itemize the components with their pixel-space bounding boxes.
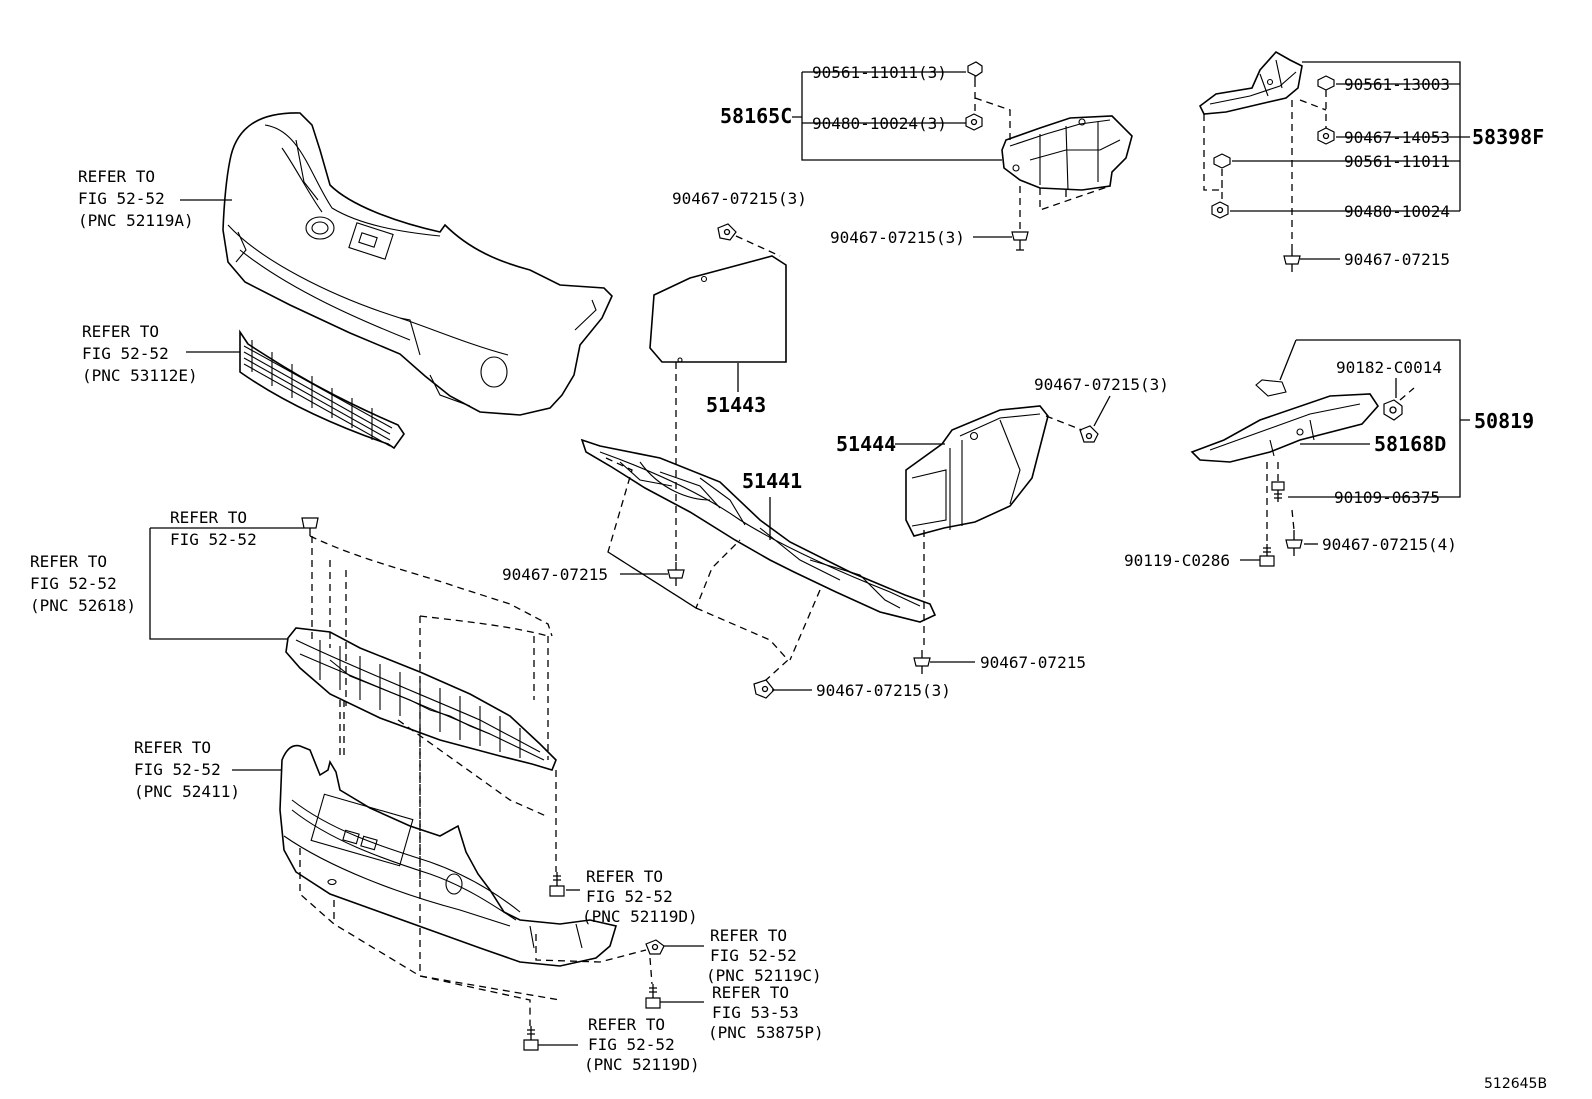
- fastener-label[interactable]: 90561-13003: [1344, 75, 1450, 94]
- fastener-label[interactable]: 90467-07215: [502, 565, 608, 584]
- refer-line: FIG 52-52: [586, 887, 673, 906]
- refer-upper-grille[interactable]: REFER TO FIG 52-52 (PNC 53112E): [82, 322, 198, 385]
- nut-icon[interactable]: [1211, 201, 1229, 219]
- refer-line: REFER TO: [170, 508, 247, 527]
- assembly-lines: [299, 80, 1415, 1026]
- fastener-label[interactable]: 90467-07215(3): [830, 228, 965, 247]
- refer-line: FIG 52-52: [78, 189, 165, 208]
- refer-line: (PNC 52411): [134, 782, 240, 801]
- engine-under-cover-51444[interactable]: [905, 405, 1049, 537]
- clip-icon[interactable]: [1213, 153, 1231, 169]
- fastener-label[interactable]: 90561-11011(3): [812, 63, 947, 82]
- nut-icon[interactable]: [1317, 127, 1335, 145]
- front-bumper-cover[interactable]: [222, 112, 613, 416]
- engine-under-cover-51441[interactable]: [580, 438, 937, 623]
- part-number-58168d[interactable]: 58168D: [1374, 432, 1446, 456]
- clip-icon[interactable]: [667, 562, 685, 586]
- refer-front-bumper-cover[interactable]: REFER TO FIG 52-52 (PNC 52119A): [78, 167, 194, 230]
- clip-icon[interactable]: [1283, 244, 1301, 272]
- clip-icon[interactable]: [1011, 231, 1029, 251]
- bumper-absorber[interactable]: [285, 627, 557, 771]
- refer-line: FIG 52-52: [134, 760, 221, 779]
- refer-retainer-clip[interactable]: REFER TO FIG 52-52: [170, 508, 257, 549]
- screw-icon[interactable]: [549, 872, 565, 897]
- refer-absorber[interactable]: REFER TO FIG 52-52 (PNC 52618): [30, 552, 136, 615]
- bracket-58398f[interactable]: [1198, 50, 1303, 115]
- fastener-label[interactable]: 90467-07215: [980, 653, 1086, 672]
- refer-line: (PNC 52119A): [78, 211, 194, 230]
- fastener-label[interactable]: 90467-14053: [1344, 128, 1450, 147]
- refer-line: REFER TO: [586, 867, 663, 886]
- refer-line: REFER TO: [30, 552, 107, 571]
- clip-icon[interactable]: [753, 679, 775, 699]
- refer-line: REFER TO: [134, 738, 211, 757]
- refer-line: (PNC 52618): [30, 596, 136, 615]
- refer-line: REFER TO: [588, 1015, 665, 1034]
- part-number-58398f[interactable]: 58398F: [1472, 125, 1544, 149]
- nut-icon[interactable]: [965, 113, 983, 131]
- refer-line: FIG 52-52: [82, 344, 169, 363]
- bolt-icon[interactable]: [1271, 481, 1285, 502]
- cover-plate-58168d[interactable]: [1190, 379, 1380, 463]
- refer-line: REFER TO: [712, 983, 789, 1002]
- fastener-label[interactable]: 90119-C0286: [1124, 551, 1230, 570]
- clip-icon[interactable]: [301, 517, 319, 536]
- clip-icon[interactable]: [967, 61, 983, 80]
- clip-icon[interactable]: [1317, 75, 1335, 91]
- part-number-50819[interactable]: 50819: [1474, 409, 1534, 433]
- clip-icon[interactable]: [1079, 425, 1099, 443]
- diagram-id: 512645B: [1484, 1076, 1547, 1092]
- refer-line: REFER TO: [78, 167, 155, 186]
- part-number-58165c[interactable]: 58165C: [720, 104, 792, 128]
- refer-line: FIG 52-52: [170, 530, 257, 549]
- refer-line: (PNC 52119D): [584, 1055, 700, 1074]
- fastener-label[interactable]: 90480-10024(3): [812, 114, 947, 133]
- refer-line: (PNC 53875P): [708, 1023, 824, 1042]
- refer-line: REFER TO: [710, 926, 787, 945]
- refer-lower-cover[interactable]: REFER TO FIG 52-52 (PNC 52411): [134, 738, 240, 801]
- part-number-51441[interactable]: 51441: [742, 469, 802, 493]
- leader-lines: [149, 61, 1470, 1046]
- refer-line: (PNC 52119D): [582, 907, 698, 926]
- fastener-label[interactable]: 90467-07215: [1344, 250, 1450, 269]
- fastener-label[interactable]: 90467-07215(4): [1322, 535, 1457, 554]
- clip-icon[interactable]: [717, 223, 737, 241]
- refer-line: FIG 52-52: [710, 946, 797, 965]
- refer-bolt-53875p[interactable]: REFER TO FIG 53-53 (PNC 53875P): [708, 983, 824, 1042]
- fastener-label[interactable]: 90182-C0014: [1336, 358, 1442, 377]
- refer-nut-52119c[interactable]: REFER TO FIG 52-52 (PNC 52119C): [706, 926, 822, 985]
- refer-screw-52119d-upper[interactable]: REFER TO FIG 52-52 (PNC 52119D): [582, 867, 698, 926]
- refer-line: (PNC 52119C): [706, 966, 822, 985]
- fastener-label[interactable]: 90561-11011: [1344, 152, 1450, 171]
- fastener-label[interactable]: 90467-07215(3): [672, 189, 807, 208]
- bolt-icon[interactable]: [1259, 544, 1275, 567]
- nut-icon[interactable]: [645, 939, 665, 955]
- screw-icon[interactable]: [523, 1026, 539, 1051]
- fastener-label[interactable]: 90109-06375: [1334, 488, 1440, 507]
- refer-line: (PNC 53112E): [82, 366, 198, 385]
- bracket-58165c[interactable]: [1001, 115, 1133, 191]
- refer-line: FIG 52-52: [30, 574, 117, 593]
- bolt-icon[interactable]: [645, 984, 661, 1009]
- engine-under-cover-51443[interactable]: [649, 255, 787, 363]
- clip-icon[interactable]: [1285, 530, 1303, 556]
- refer-line: FIG 52-52: [588, 1035, 675, 1054]
- clip-icon[interactable]: [913, 650, 931, 674]
- fastener-label[interactable]: 90467-07215(3): [816, 681, 951, 700]
- refer-line: REFER TO: [82, 322, 159, 341]
- refer-line: FIG 53-53: [712, 1003, 799, 1022]
- fastener-label[interactable]: 90467-07215(3): [1034, 375, 1169, 394]
- lower-bumper-cover[interactable]: [279, 744, 618, 967]
- refer-screw-52119d-lower[interactable]: REFER TO FIG 52-52 (PNC 52119D): [584, 1015, 700, 1074]
- fastener-label[interactable]: 90480-10024: [1344, 202, 1450, 221]
- part-number-51444[interactable]: 51444: [836, 432, 896, 456]
- nut-icon[interactable]: [1383, 399, 1403, 421]
- part-number-51443[interactable]: 51443: [706, 393, 766, 417]
- upper-grille[interactable]: [239, 329, 405, 450]
